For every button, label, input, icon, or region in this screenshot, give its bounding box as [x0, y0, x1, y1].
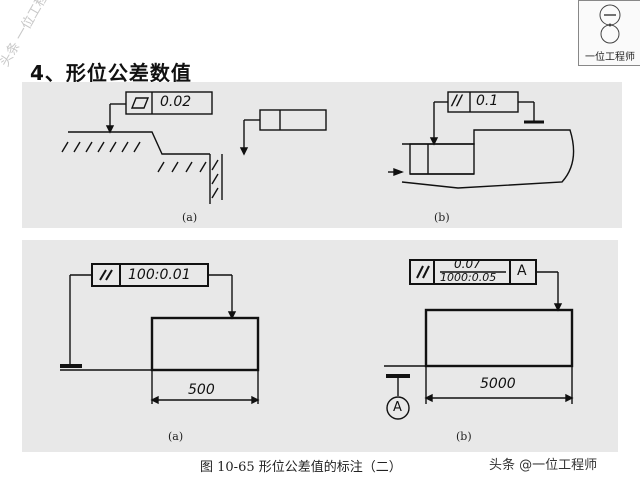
logo-caption: 一位工程师	[585, 52, 635, 63]
top-a-label: (a)	[182, 211, 198, 224]
fcf-b-tolerance: 0.1	[476, 93, 499, 109]
figure-caption: 图 10-65 形位公差值的标注（二）	[200, 460, 402, 475]
fcf-a-second	[239, 109, 327, 156]
drawing-bottom-b	[384, 259, 574, 420]
fcf-a-tolerance: 0.02	[160, 94, 192, 110]
attribution-watermark: 头条 @一位工程师	[489, 458, 598, 473]
fcf-bottom-b-tol-bottom: 1000:0.05	[440, 271, 497, 284]
bottom-a-label: (a)	[168, 430, 184, 443]
top-b-label: (b)	[434, 211, 450, 224]
flatness-symbol-icon	[130, 97, 150, 109]
datum-circle-icon	[386, 396, 410, 420]
logo-gear-icon	[599, 4, 621, 44]
drawing-a-surface	[61, 131, 223, 204]
fcf-bottom-a-tolerance: 100:0.01	[128, 267, 191, 283]
fcf-bottom-b-tol-top: 0.07	[454, 257, 481, 271]
top-drawing	[61, 91, 575, 204]
top-drawing-panel: 0.02 // 0.1 (a) (b)	[22, 82, 622, 228]
drawing-b-part	[388, 129, 575, 189]
bottom-b-label: (b)	[456, 430, 472, 443]
fcf-bottom-b-datum: A	[517, 263, 527, 279]
fcf-a-frame	[105, 91, 213, 134]
datum-marker-letter: A	[393, 400, 402, 415]
dim-bottom-a: 500	[188, 382, 215, 398]
bottom-drawing-panel: 100:0.01 500 0.07 1000:0.05 A A 5000 (a)…	[22, 240, 618, 452]
logo: 一位工程师	[578, 0, 640, 66]
bottom-drawing	[60, 259, 574, 420]
fcf-b-symbol: //	[452, 93, 463, 109]
dim-bottom-b: 5000	[480, 376, 516, 392]
section-heading: 4、形位公差数值	[30, 61, 192, 85]
fcf-b-frame	[429, 91, 544, 146]
drawing-bottom-a	[60, 263, 260, 405]
